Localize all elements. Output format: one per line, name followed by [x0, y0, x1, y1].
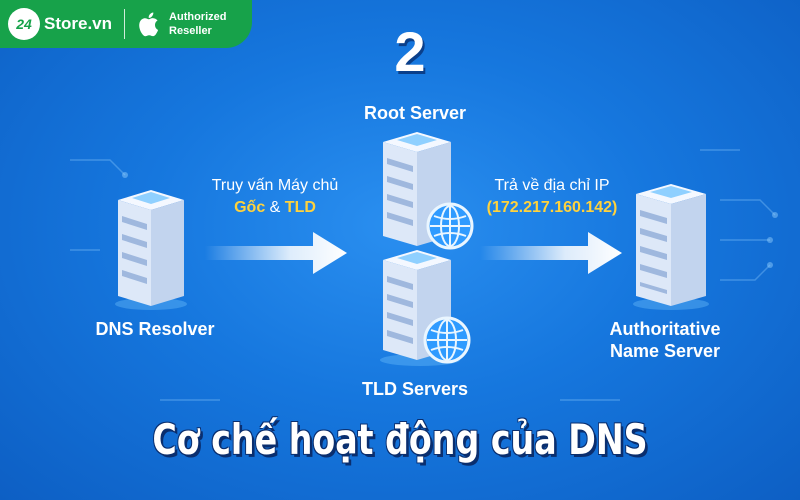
- brand-name: Store.vn: [44, 14, 113, 33]
- brand-divider: [124, 9, 126, 39]
- authorized-reseller-label: Authorized Reseller: [169, 10, 226, 38]
- root-server-label: Root Server: [363, 103, 467, 123]
- root-server-icon: [383, 132, 474, 250]
- step-number: 2: [394, 20, 426, 83]
- authoritative-line2: Name Server: [609, 341, 721, 361]
- query-connector: &: [269, 199, 281, 216]
- query-highlight-tld: TLD: [284, 199, 316, 216]
- query-caption: Truy vấn Máy chủ Gốc & TLD: [180, 175, 370, 219]
- authoritative-server-icon: [633, 184, 709, 310]
- response-line1: Trả về địa chỉ IP: [494, 177, 610, 194]
- dns-resolver-label: DNS Resolver: [95, 319, 215, 339]
- response-caption: Trả về địa chỉ IP (172.217.160.142): [462, 175, 642, 219]
- reseller-line2: Reseller: [169, 25, 212, 37]
- reseller-line1: Authorized: [169, 11, 227, 23]
- response-ip-address: (172.217.160.142): [486, 199, 618, 216]
- brand-logo: 24: [8, 8, 40, 40]
- brand-banner: 24 Store.vn Authorized Reseller: [0, 0, 252, 48]
- authoritative-server-label: Authoritative Name Server: [580, 318, 750, 362]
- query-line1: Truy vấn Máy chủ: [211, 177, 339, 194]
- tld-server-icon: [380, 250, 471, 366]
- apple-icon: [139, 12, 159, 37]
- tld-servers-label: TLD Servers: [361, 379, 469, 399]
- page-title: Cơ chế hoạt động của DNS: [152, 415, 648, 464]
- authoritative-line1: Authoritative: [609, 319, 721, 339]
- dns-resolver-server-icon: [115, 190, 187, 310]
- query-line2: Gốc & TLD: [180, 197, 370, 219]
- arrow-to-root-icon: [205, 232, 347, 274]
- arrow-to-authoritative-icon: [480, 232, 622, 274]
- query-highlight-root: Gốc: [234, 199, 266, 216]
